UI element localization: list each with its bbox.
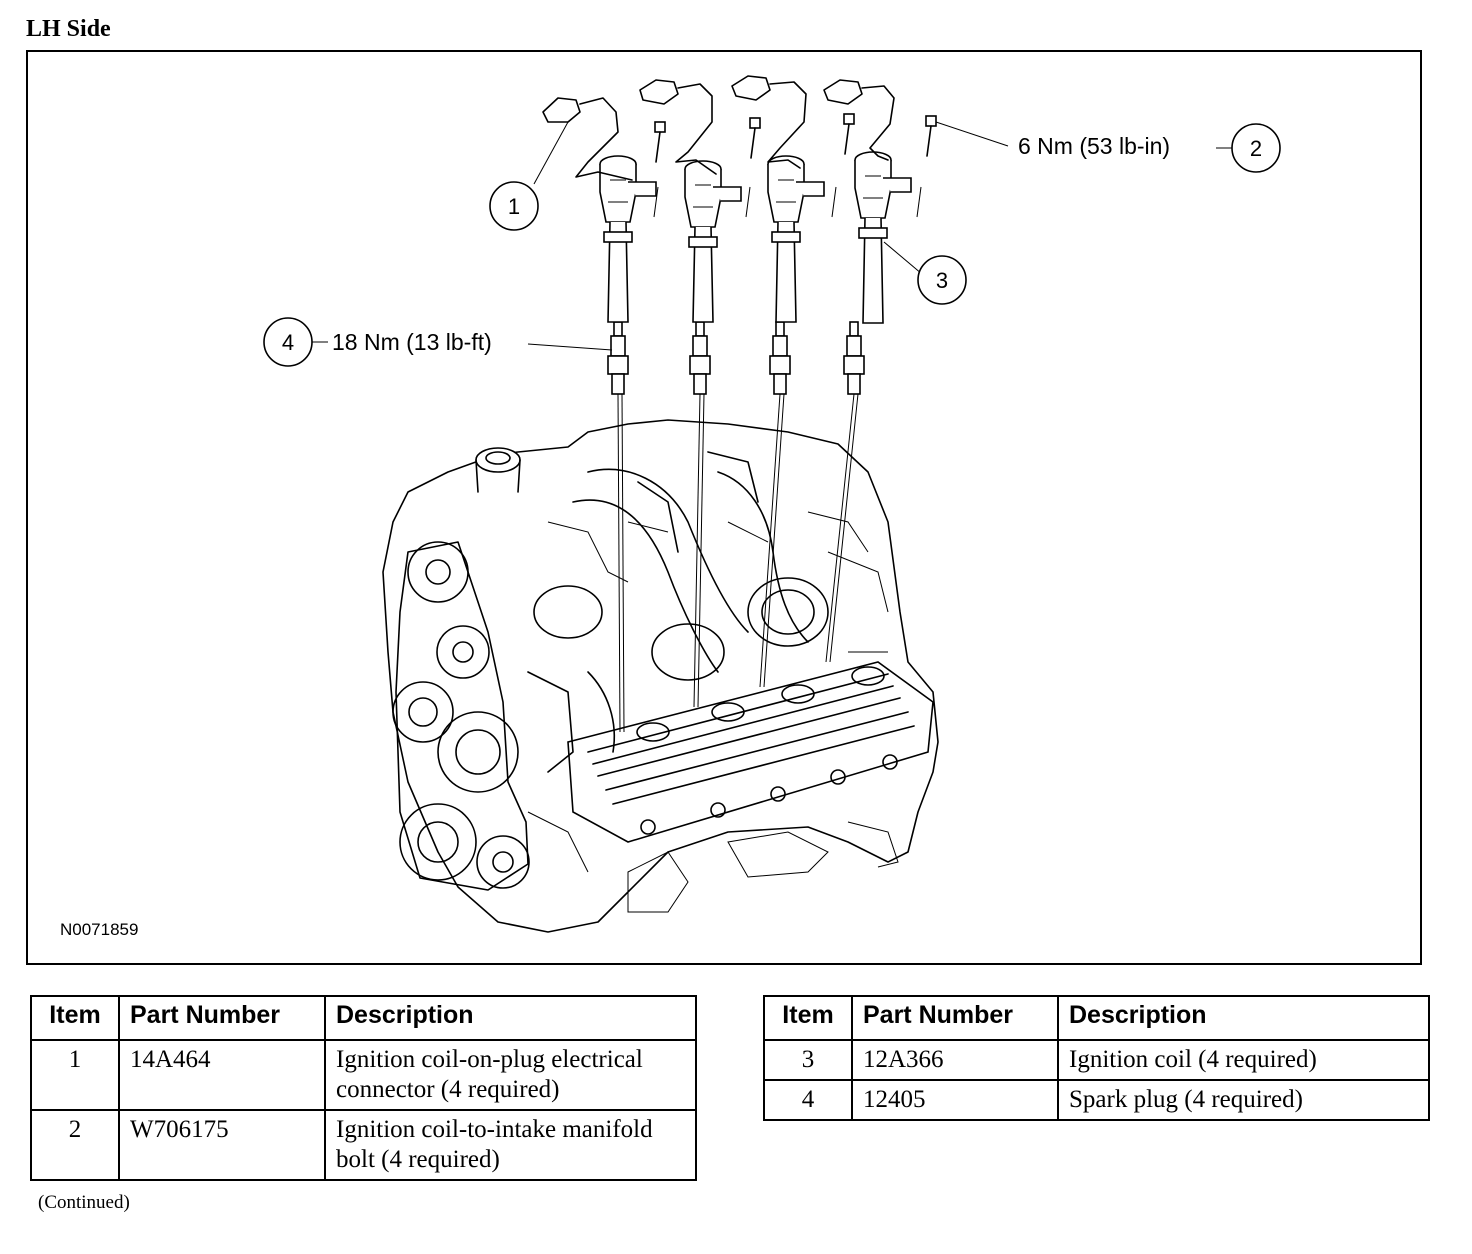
section-heading: LH Side bbox=[26, 16, 111, 42]
spark-plugs bbox=[607, 321, 865, 733]
callout-torque-label: 18 Nm (13 lb-ft) bbox=[332, 329, 492, 355]
ignition-coil bbox=[854, 151, 912, 324]
description-cell: Ignition coil-to-intake manifold bolt (4… bbox=[324, 1109, 697, 1181]
coil-bolt bbox=[831, 113, 855, 218]
column-header-item: Item bbox=[763, 995, 853, 1041]
coil-bolt bbox=[916, 115, 937, 218]
column-header-item: Item bbox=[30, 995, 120, 1041]
callout-torque-label: 6 Nm (53 lb-in) bbox=[1018, 133, 1170, 159]
part-number-cell: 12A366 bbox=[851, 1039, 1059, 1081]
callout-2: 6 Nm (53 lb-in) 2 bbox=[935, 121, 1281, 173]
column-header-description: Description bbox=[324, 995, 697, 1041]
coil-bolts bbox=[653, 113, 937, 218]
spark-plug bbox=[689, 321, 711, 708]
continued-note: (Continued) bbox=[38, 1192, 130, 1213]
callout-number: 2 bbox=[1250, 136, 1262, 161]
coil-bolt bbox=[653, 121, 666, 218]
table-row: 1 14A464 Ignition coil-on-plug electrica… bbox=[30, 1039, 697, 1111]
engine-diagram: 1 6 Nm (53 lb-in) 2 3 4 18 Nm (13 lb-ft)… bbox=[60, 75, 1281, 939]
ignition-coil bbox=[684, 160, 742, 323]
table-row: 4 12405 Spark plug (4 required) bbox=[763, 1079, 1430, 1121]
item-cell: 2 bbox=[30, 1109, 120, 1181]
spark-plug bbox=[825, 321, 865, 663]
spark-plug bbox=[759, 321, 791, 688]
part-number-cell: 12405 bbox=[851, 1079, 1059, 1121]
description-cell: Spark plug (4 required) bbox=[1057, 1079, 1430, 1121]
description-cell: Ignition coil (4 required) bbox=[1057, 1039, 1430, 1081]
ignition-coil bbox=[599, 155, 657, 323]
coil-connectors bbox=[542, 75, 895, 181]
part-number-cell: W706175 bbox=[118, 1109, 326, 1181]
callout-number: 4 bbox=[282, 330, 294, 355]
column-header-part-number: Part Number bbox=[851, 995, 1059, 1041]
ignition-coil bbox=[767, 155, 825, 323]
item-cell: 1 bbox=[30, 1039, 120, 1111]
description-cell: Ignition coil-on-plug electrical connect… bbox=[324, 1039, 697, 1111]
part-number-cell: 14A464 bbox=[118, 1039, 326, 1111]
callout-4: 4 18 Nm (13 lb-ft) bbox=[263, 317, 613, 367]
table-header-row: Item Part Number Description bbox=[763, 995, 1430, 1041]
parts-table-left: Item Part Number Description 1 14A464 Ig… bbox=[30, 995, 697, 1181]
table-row: 2 W706175 Ignition coil-to-intake manifo… bbox=[30, 1109, 697, 1181]
figure-id: N0071859 bbox=[60, 920, 138, 939]
parts-table-right: Item Part Number Description 3 12A366 Ig… bbox=[763, 995, 1430, 1121]
callout-number: 3 bbox=[936, 268, 948, 293]
column-header-description: Description bbox=[1057, 995, 1430, 1041]
spark-plug bbox=[607, 321, 629, 733]
column-header-part-number: Part Number bbox=[118, 995, 326, 1041]
callout-3: 3 bbox=[883, 241, 967, 305]
engine-illustration bbox=[382, 419, 939, 933]
coil-bolt bbox=[745, 117, 761, 218]
callout-number: 1 bbox=[508, 194, 520, 219]
callout-1: 1 bbox=[489, 121, 569, 231]
table-row: 3 12A366 Ignition coil (4 required) bbox=[763, 1039, 1430, 1081]
figure-frame: 1 6 Nm (53 lb-in) 2 3 4 18 Nm (13 lb-ft)… bbox=[26, 50, 1422, 965]
ignition-coils bbox=[599, 151, 912, 324]
item-cell: 3 bbox=[763, 1039, 853, 1081]
item-cell: 4 bbox=[763, 1079, 853, 1121]
table-header-row: Item Part Number Description bbox=[30, 995, 697, 1041]
